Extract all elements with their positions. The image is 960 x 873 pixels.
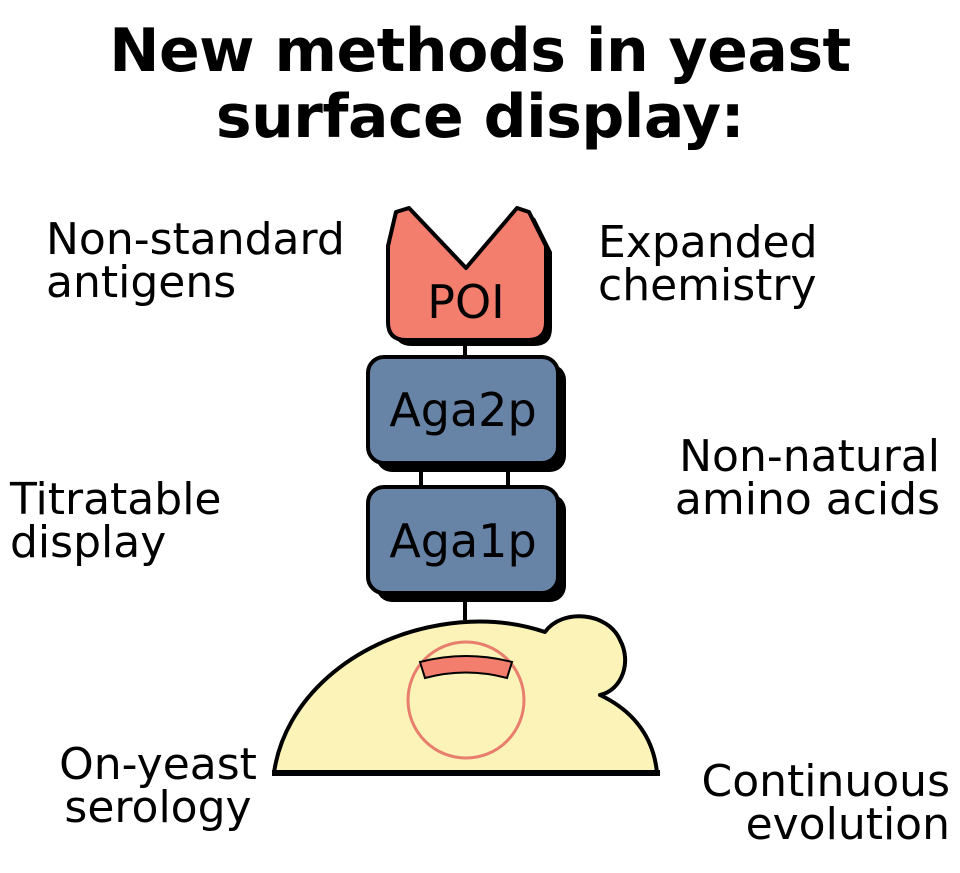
aga1p-protein: Aga1p: [366, 485, 566, 602]
plasmid-circle: [406, 640, 526, 760]
label-expanded-chemistry: Expanded chemistry: [598, 217, 818, 311]
aga1p-label: Aga1p: [389, 514, 536, 568]
plasmid-insert: [418, 655, 514, 680]
title-line-2: surface display:: [215, 82, 745, 152]
title-line-1: New methods in yeast: [109, 16, 851, 86]
aga2p-label: Aga2p: [389, 383, 536, 437]
yeast-cell: [272, 614, 660, 776]
diagram-title: New methods in yeast surface display:: [0, 18, 960, 150]
poi-protein: POI: [386, 206, 552, 346]
label-non-natural-amino-acids: Non-natural amino acids: [674, 431, 940, 525]
plasmid: [406, 640, 526, 760]
label-continuous-evolution: Continuous evolution: [701, 756, 950, 850]
label-non-standard-antigens: Non-standard antigens: [46, 214, 345, 308]
label-on-yeast-serology: On-yeast serology: [59, 739, 257, 833]
label-titratable-display: Titratable display: [10, 474, 222, 568]
aga2p-protein: Aga2p: [366, 355, 566, 472]
poi-label: POI: [427, 275, 505, 329]
